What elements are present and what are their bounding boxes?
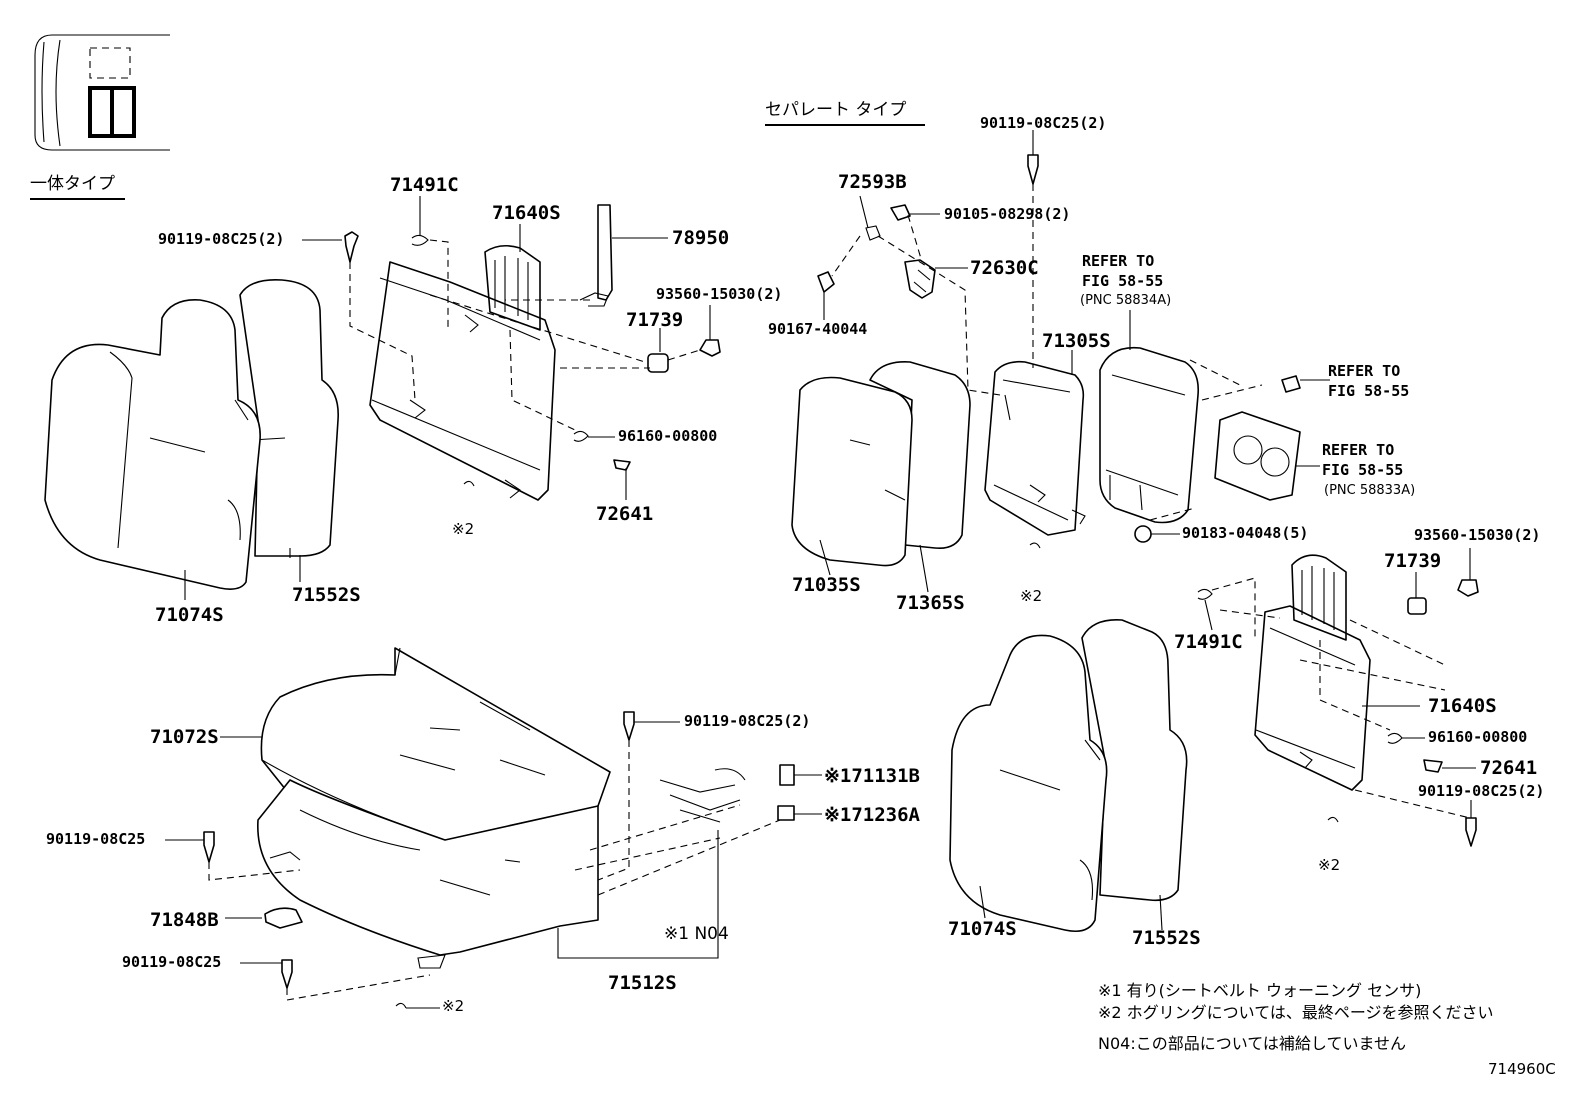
cushion-71512s [257,779,599,956]
part-71739-left[interactable]: 71739 [626,309,684,331]
part-78950[interactable]: 78950 [672,227,730,249]
dashed-guides-left [349,239,701,431]
leader-lines [165,130,1476,1009]
seatback-71074s-right [949,634,1108,933]
part-71072s[interactable]: 71072S [150,726,219,748]
seatback-71074s-left [44,299,261,590]
refer-to-58834a-line1: REFER TO [1082,252,1155,270]
part-96160-00800-right[interactable]: 96160-00800 [1428,728,1528,746]
pnc-58834a: (PNC 58834A) [1080,293,1172,308]
leader-71512s [557,830,719,959]
part-90119-08c25-top-right[interactable]: 90119-08C25(2) [980,114,1107,132]
part-93560-15030-right[interactable]: 93560-15030(2) [1414,526,1541,544]
part-71305s[interactable]: 71305S [1042,330,1111,352]
part-171131b[interactable]: ※171131B [824,765,920,787]
part-93560-15030-left[interactable]: 93560-15030(2) [656,285,783,303]
part-71074s-left[interactable]: 71074S [155,604,224,626]
footnote-2: ※2 ホグリングについては、最終ページを参照ください [1098,1003,1494,1022]
seatback-71035s [791,376,913,567]
back-panel-58834a [1099,346,1200,524]
part-90119-08c25-cushion[interactable]: 90119-08C25(2) [684,712,811,730]
frame-71305s [984,360,1086,536]
part-90105-08298[interactable]: 90105-08298(2) [944,205,1071,223]
part-71552s-left[interactable]: 71552S [292,584,361,606]
footnote-1: ※1 有り(シートベルト ウォーニング センサ) [1098,981,1422,1000]
part-72630c[interactable]: 72630C [970,257,1039,279]
refer-to-58-55-line1: REFER TO [1328,362,1401,380]
ref-note2-right: ※2 [1318,856,1341,874]
fastener-icons-left [344,231,721,487]
heading-separate-type: セパレート タイプ [765,100,907,120]
refer-to-58-55-line2: FIG 58-55 [1328,382,1410,400]
strap-78950 [579,204,613,307]
part-71074s-right[interactable]: 71074S [948,918,1017,940]
part-72641-right[interactable]: 72641 [1480,757,1538,779]
part-90183-04048[interactable]: 90183-04048(5) [1182,524,1309,542]
refer-to-58833a-line1: REFER TO [1322,441,1395,459]
part-71552s-right[interactable]: 71552S [1132,927,1201,949]
part-71739-right[interactable]: 71739 [1384,550,1442,572]
part-71035s[interactable]: 71035S [792,574,861,596]
part-171236a[interactable]: ※171236A [824,804,920,826]
ref-note2-left: ※2 [452,520,475,538]
figure-code: 714960C [1488,1060,1556,1078]
footnote-n04: N04:この部品については補給していません [1098,1034,1406,1053]
seatback-71552s-right [1081,619,1188,902]
cupholder-58833a [1214,411,1301,501]
part-90119-08c25-right-low[interactable]: 90119-08C25(2) [1418,782,1545,800]
refer-to-58834a-line2: FIG 58-55 [1082,272,1164,290]
ref-note2-mid: ※2 [1020,587,1043,605]
part-96160-00800-left[interactable]: 96160-00800 [618,427,718,445]
pnc-58833a: (PNC 58833A) [1324,483,1416,498]
seatback-71365s [869,361,971,550]
dashed-guides-top-right [831,184,1034,396]
part-71640s-left[interactable]: 71640S [492,202,561,224]
part-71491c-right[interactable]: 71491C [1174,631,1243,653]
ref-note2-bottom: ※2 [442,997,465,1015]
frame-71640s-left [369,244,556,501]
part-72593b[interactable]: 72593B [838,171,907,193]
seatback-71552s-left [239,278,339,558]
fastener-icons-right [1197,577,1479,847]
part-71365s[interactable]: 71365S [896,592,965,614]
part-71512s[interactable]: 71512S [608,972,677,994]
hinge-72630c [817,154,1039,299]
part-90119-08c25-left-b[interactable]: 90119-08C25 [122,953,222,971]
dashed-guides-cushion [208,740,781,1001]
part-72641-left[interactable]: 72641 [596,503,654,525]
refer-to-58833a-line2: FIG 58-55 [1322,461,1404,479]
heading-integral-type: 一体タイプ [30,174,115,194]
part-71640s-right[interactable]: 71640S [1428,695,1497,717]
part-71491c-left[interactable]: 71491C [390,174,459,196]
part-71848b[interactable]: 71848B [150,909,219,931]
part-90119-08c25-left-a[interactable]: 90119-08C25 [46,830,146,848]
ref-note1-n04: ※1 N04 [664,924,729,944]
cab-locator-icon [34,34,170,151]
part-90167-40044[interactable]: 90167-40044 [768,320,868,338]
frame-71640s-right [1254,554,1371,791]
part-90119-08c25-top-left[interactable]: 90119-08C25(2) [158,230,285,248]
